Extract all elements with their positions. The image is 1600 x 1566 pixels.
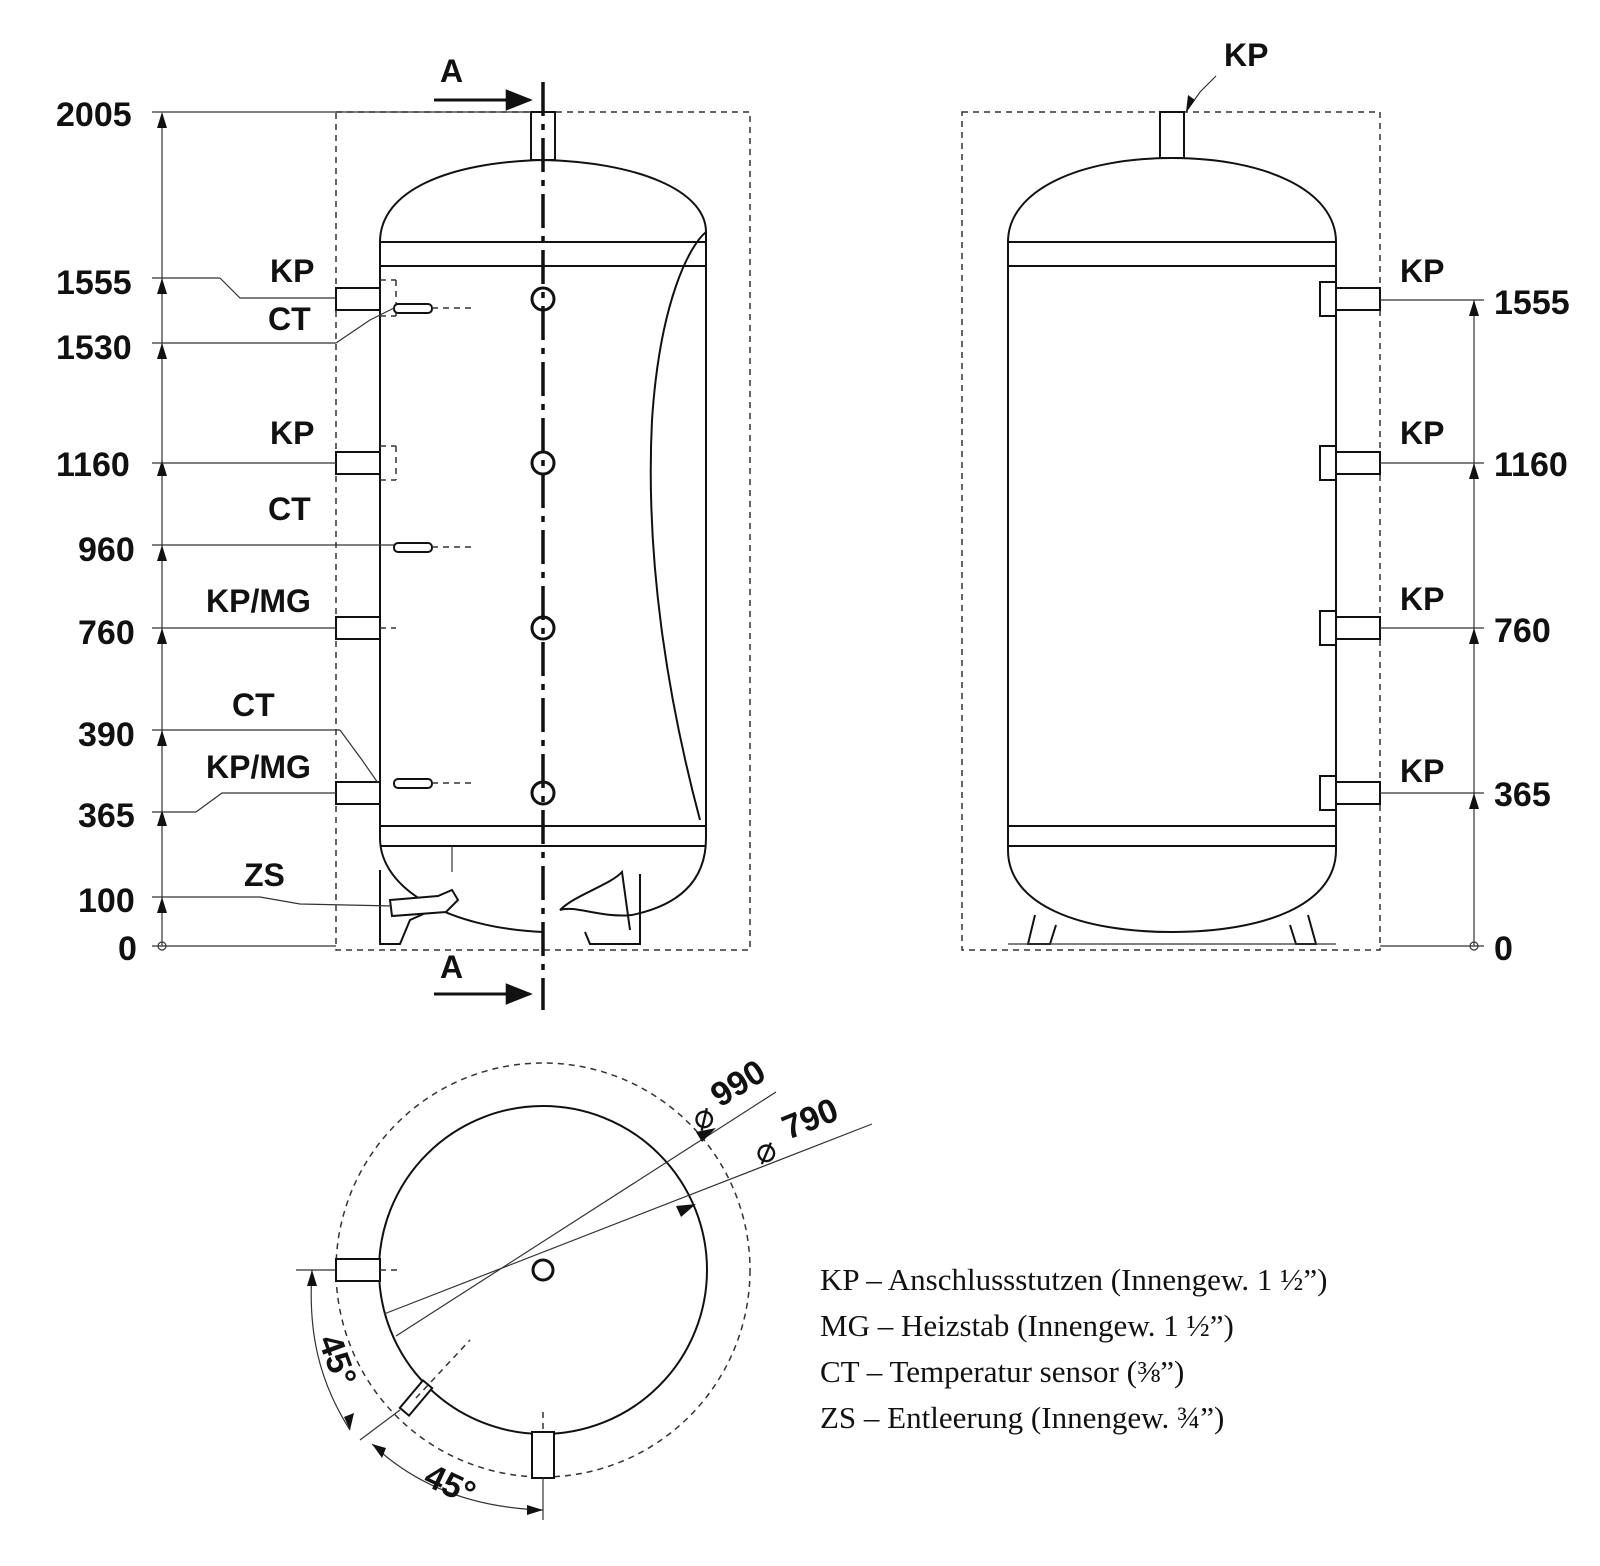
dim-2005: 2005 — [56, 96, 132, 134]
right-dim-arrows — [1469, 300, 1479, 951]
left-dimension-labels: 2005 1555 1530 1160 960 760 390 365 100 … — [56, 96, 137, 968]
right-label-kp-365: KP — [1400, 753, 1444, 789]
leader-790 — [383, 1123, 873, 1315]
right-label-kp-1555: KP — [1400, 253, 1444, 289]
left-leg-2 — [584, 874, 641, 945]
svg-text:A: A — [440, 949, 463, 985]
label-ct-960: CT — [268, 491, 311, 527]
angle-45-lower: 45° — [419, 1457, 482, 1513]
dim-390: 390 — [78, 716, 135, 754]
right-label-kp-760: KP — [1400, 581, 1444, 617]
section-marker-top: A — [434, 53, 533, 111]
label-kp-1555: KP — [270, 253, 314, 289]
dim-1555: 1555 — [56, 264, 132, 302]
right-label-kp-top: KP — [1224, 37, 1268, 73]
right-dim-1555: 1555 — [1494, 284, 1570, 322]
left-dim-arrows — [157, 112, 167, 951]
label-kp-1160: KP — [270, 415, 314, 451]
right-view: KP KP KP KP KP 1555 1160 760 365 0 — [961, 37, 1570, 968]
label-ct-1530: CT — [268, 301, 311, 337]
rear-nozzle-365 — [530, 780, 556, 806]
right-tank-outline — [1007, 156, 1337, 934]
right-leg-2 — [1289, 914, 1318, 945]
right-envelope — [961, 111, 1381, 951]
right-dim-365: 365 — [1494, 776, 1551, 814]
legend-zs: ZS – Entleerung (Innengew. ¾”) — [820, 1400, 1224, 1435]
svg-text:A: A — [440, 53, 463, 89]
legend-ct: CT – Temperatur sensor (⅜”) — [820, 1354, 1184, 1389]
leader-990 — [395, 1091, 777, 1337]
label-kpmg-365: KP/MG — [206, 749, 311, 785]
diameter-symbol-2: ⌀ — [749, 1130, 782, 1173]
dim-100: 100 — [78, 882, 135, 920]
rear-nozzle-760 — [530, 615, 556, 641]
dim-365: 365 — [78, 797, 135, 835]
dim-760: 760 — [78, 614, 135, 652]
legend: KP – Anschlussstutzen (Innengew. 1 ½”) M… — [820, 1262, 1327, 1435]
top-view-nozzle-left — [335, 1258, 381, 1282]
dim-0: 0 — [118, 930, 137, 968]
diameter-990: 990 — [704, 1052, 772, 1114]
label-kpmg-760: KP/MG — [206, 583, 311, 619]
left-nozzles — [335, 279, 472, 918]
dim-1530: 1530 — [56, 329, 132, 367]
section-marker-bottom: A — [434, 949, 533, 1005]
dim-960: 960 — [78, 531, 135, 569]
angle-45-upper: 45° — [310, 1330, 363, 1391]
left-view: 2005 1555 1530 1160 960 760 390 365 100 … — [56, 53, 751, 1010]
rear-nozzle-1160 — [530, 450, 556, 476]
right-label-kp-1160: KP — [1400, 415, 1444, 451]
right-leg-1 — [1026, 914, 1057, 945]
right-dimension-labels: 1555 1160 760 365 0 — [1494, 284, 1570, 968]
left-connection-labels: KP CT KP CT KP/MG CT KP/MG ZS — [206, 253, 314, 893]
label-ct-390: CT — [232, 687, 275, 723]
right-dim-1160: 1160 — [1494, 446, 1568, 484]
left-leg-1 — [379, 870, 429, 945]
right-top-nozzle — [1159, 111, 1185, 159]
angle-arc-2 — [371, 1443, 544, 1511]
top-view-nozzle-bottom — [531, 1431, 555, 1479]
label-zs-100: ZS — [244, 857, 285, 893]
angle-arc-1 — [310, 1269, 351, 1431]
legend-kp: KP – Anschlussstutzen (Innengew. 1 ½”) — [820, 1262, 1327, 1297]
right-connection-labels: KP KP KP KP — [1400, 253, 1444, 789]
right-dim-760: 760 — [1494, 612, 1551, 650]
left-envelope — [335, 111, 751, 951]
top-view: 990 790 ⌀ ⌀ 45° 45° — [296, 1052, 873, 1520]
left-extension-lines — [152, 111, 531, 947]
legend-mg: MG – Heizstab (Innengew. 1 ½”) — [820, 1308, 1234, 1343]
center-nozzle — [531, 1258, 555, 1282]
right-dim-0: 0 — [1494, 930, 1513, 968]
rear-nozzle-1555 — [530, 286, 556, 312]
dim-1160: 1160 — [56, 446, 130, 484]
right-nozzles — [1319, 281, 1381, 811]
